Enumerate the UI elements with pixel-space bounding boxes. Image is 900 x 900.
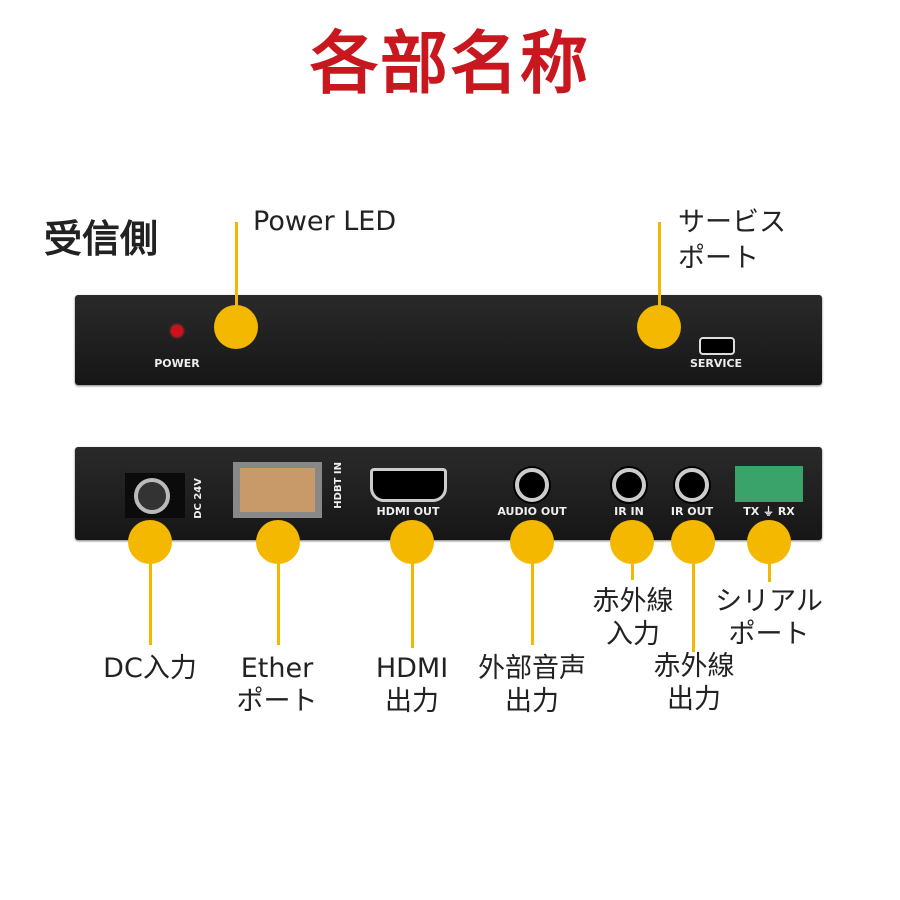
label-line: ポート bbox=[236, 686, 318, 717]
serial-text: TX ⏚ RX bbox=[743, 505, 795, 518]
callout-label-serial: シリアルポート bbox=[715, 585, 823, 651]
rear-panel bbox=[75, 447, 822, 540]
ir-in-text: IR IN bbox=[614, 505, 644, 518]
callout-dot-dc bbox=[128, 520, 172, 564]
label-line: 入力 bbox=[606, 619, 660, 650]
micro-usb-port bbox=[699, 337, 735, 355]
label-line: 赤外線 bbox=[653, 651, 735, 682]
callout-line bbox=[235, 222, 238, 327]
callout-dot-audio bbox=[510, 520, 554, 564]
label-line: サービス bbox=[678, 207, 786, 238]
callout-dot-serial bbox=[747, 520, 791, 564]
callout-line bbox=[149, 542, 152, 645]
service-text: SERVICE bbox=[689, 357, 743, 370]
label-line: Ether bbox=[240, 653, 314, 684]
callout-dot-power-led bbox=[214, 305, 258, 349]
callout-dot-ir-out bbox=[671, 520, 715, 564]
hdbt-in-text: HDBT IN bbox=[333, 462, 344, 509]
receiver-side-heading: 受信側 bbox=[44, 217, 159, 261]
label-line: ポート bbox=[728, 619, 810, 650]
ir-out-text: IR OUT bbox=[670, 505, 714, 518]
hdmi-port bbox=[370, 468, 447, 502]
callout-line bbox=[411, 542, 414, 648]
label-line: 外部音声 bbox=[478, 653, 586, 684]
callout-label-ir-in: 赤外線入力 bbox=[593, 585, 674, 651]
label-line: 赤外線 bbox=[592, 586, 674, 617]
callout-line bbox=[277, 542, 280, 645]
callout-dot-ether bbox=[256, 520, 300, 564]
audio-out-text: AUDIO OUT bbox=[497, 505, 567, 518]
label-line: DC入力 bbox=[103, 653, 197, 684]
callout-dot-service-port bbox=[637, 305, 681, 349]
callout-label-service-port: サービス ポート bbox=[678, 205, 786, 277]
ir-in-jack bbox=[612, 468, 646, 502]
serial-terminal-block bbox=[735, 466, 803, 502]
label-line: ポート bbox=[678, 243, 759, 274]
callout-label-audio: 外部音声出力 bbox=[478, 652, 586, 718]
label-line: HDMI bbox=[375, 653, 449, 684]
label-line: 出力 bbox=[505, 686, 559, 717]
callout-dot-hdmi bbox=[390, 520, 434, 564]
power-text: POWER bbox=[154, 357, 200, 370]
label-line: 出力 bbox=[667, 684, 721, 715]
callout-line bbox=[692, 542, 695, 652]
dc-24v-text: DC 24V bbox=[193, 478, 204, 519]
dc-jack-ring bbox=[134, 478, 170, 514]
page-title: 各部名称 bbox=[309, 25, 590, 104]
label-line: 出力 bbox=[384, 686, 439, 717]
ir-out-jack bbox=[675, 468, 709, 502]
callout-label-ir-out: 赤外線出力 bbox=[654, 650, 735, 716]
label-line: シリアル bbox=[715, 586, 823, 617]
callout-line bbox=[658, 222, 661, 327]
hdmi-out-text: HDMI OUT bbox=[376, 505, 440, 518]
audio-jack bbox=[515, 468, 549, 502]
callout-label-dc: DC入力 bbox=[103, 652, 197, 685]
rj45-socket bbox=[240, 468, 315, 512]
power-led bbox=[171, 325, 183, 337]
callout-dot-ir-in bbox=[610, 520, 654, 564]
front-panel bbox=[75, 295, 822, 385]
callout-label-power-led: Power LED bbox=[253, 206, 397, 237]
callout-line bbox=[531, 542, 534, 645]
